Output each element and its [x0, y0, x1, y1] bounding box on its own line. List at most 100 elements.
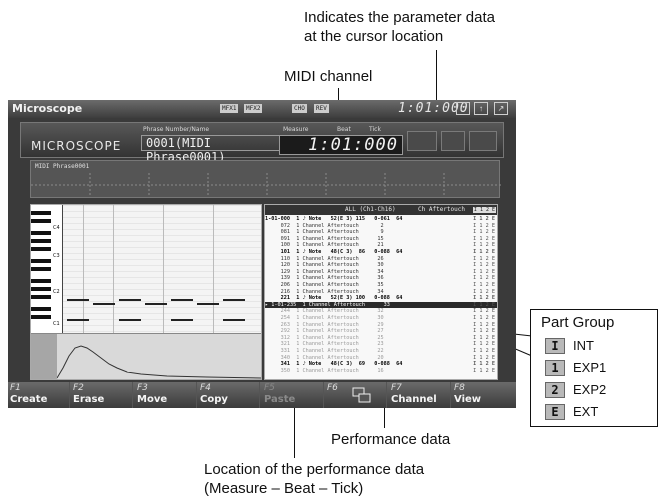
- note-grid[interactable]: [63, 205, 261, 333]
- callout-location-line2: (Measure – Beat – Tick): [204, 480, 364, 497]
- int-icon: I: [545, 338, 565, 354]
- note-mark[interactable]: [67, 299, 89, 301]
- f6-window-button[interactable]: F6: [325, 382, 387, 408]
- f7-channel-button[interactable]: F7 Channel: [389, 382, 451, 408]
- f8-view-button[interactable]: F8 View: [452, 382, 516, 408]
- row-part-icons: I 1 2 E: [473, 268, 495, 275]
- f2-erase-button[interactable]: F2 Erase: [71, 382, 133, 408]
- note-mark[interactable]: [67, 319, 89, 321]
- piano-roll[interactable]: C4 C3 C2 C1: [30, 204, 262, 380]
- beat-line: [163, 205, 164, 333]
- note-mark[interactable]: [197, 303, 219, 305]
- row-part-icons: I 1 2 E: [473, 367, 495, 374]
- note-mark[interactable]: [223, 299, 245, 301]
- f4-number: F4: [200, 383, 211, 393]
- function-key-bar: F1 Create F2 Erase F3 Move F4 Copy F5 Pa…: [8, 382, 516, 408]
- channel-filter[interactable]: ALL (Ch1-Ch16): [345, 206, 396, 213]
- controller-lane[interactable]: [31, 333, 261, 379]
- f1-create-button[interactable]: F1 Create: [8, 382, 70, 408]
- row-part-icons: I 1 2 E: [473, 354, 495, 361]
- event-list-header: ALL (Ch1-Ch16) Ch Aftertouch I 1 2 E: [265, 205, 497, 215]
- cursor-parameter: Ch Aftertouch: [418, 206, 465, 213]
- black-key: [31, 219, 51, 223]
- window-button-1[interactable]: □: [456, 102, 470, 115]
- f8-number: F8: [454, 383, 465, 393]
- note-mark[interactable]: [119, 319, 141, 321]
- f3-move-button[interactable]: F3 Move: [135, 382, 197, 408]
- row-part-icons: I 1 2 E: [473, 321, 495, 328]
- note-mark[interactable]: [171, 319, 193, 321]
- phrase-label: Phrase Number/Name: [143, 126, 210, 133]
- row-part-icons: I 1 2 E: [473, 275, 495, 282]
- octave-label: C2: [53, 289, 60, 295]
- part-group-legend: Part Group I INT 1 EXP1 2 EXP2 E EXT: [530, 309, 658, 427]
- legend-title: Part Group: [541, 314, 615, 331]
- beat-line: [83, 205, 84, 333]
- row-part-icons: I 1 2 E: [473, 255, 495, 262]
- black-key: [31, 239, 51, 243]
- note-mark[interactable]: [93, 303, 115, 305]
- header-box-1: [407, 131, 437, 151]
- callout-location-line1: Location of the performance data: [204, 461, 425, 478]
- note-mark[interactable]: [145, 303, 167, 305]
- phrase-strip-grid: [31, 173, 501, 197]
- black-key: [31, 287, 51, 291]
- beat-label: Beat: [337, 126, 351, 133]
- callout-performance-data: Performance data: [331, 431, 451, 448]
- position-display[interactable]: 1:01:000: [279, 135, 403, 155]
- phrase-overview[interactable]: MIDI Phrase0001: [30, 160, 501, 198]
- legend-label-int: INT: [573, 338, 594, 353]
- piano-keyboard: C4 C3 C2 C1: [31, 205, 63, 333]
- f6-number: F6: [327, 383, 338, 393]
- note-mark[interactable]: [171, 299, 193, 301]
- f5-label: Paste: [264, 394, 296, 405]
- row-part-icons: I 1 2 E: [473, 295, 495, 302]
- exp1-icon: 1: [545, 360, 565, 376]
- note-mark[interactable]: [119, 299, 141, 301]
- phrase-field[interactable]: 0001(MIDI Phrase0001): [141, 135, 281, 164]
- app-title: Microscope: [12, 102, 83, 115]
- f5-paste-button[interactable]: F5 Paste: [262, 382, 324, 408]
- note-mark[interactable]: [223, 319, 245, 321]
- f3-label: Move: [137, 394, 168, 405]
- f4-copy-button[interactable]: F4 Copy: [198, 382, 260, 408]
- row-part-icons: I 1 2 E: [473, 288, 495, 295]
- row-part-icons: I 1 2 E: [473, 282, 495, 288]
- legend-label-exp2: EXP2: [573, 382, 607, 397]
- window-button-3[interactable]: ↗: [494, 102, 508, 115]
- row-part-icons: I 1 2 E: [473, 361, 495, 368]
- black-key: [31, 211, 51, 215]
- f1-label: Create: [10, 394, 48, 405]
- event-list[interactable]: ALL (Ch1-Ch16) Ch Aftertouch I 1 2 E 1-0…: [264, 204, 498, 380]
- row-part-icons: I 1 2 E: [473, 301, 495, 308]
- row-part-icons: I 1 2 E: [473, 348, 495, 354]
- black-key: [31, 295, 51, 299]
- row-part-icons: I 1 2 E: [473, 216, 495, 222]
- black-key: [31, 267, 51, 271]
- window-button-2[interactable]: ↑: [474, 102, 488, 115]
